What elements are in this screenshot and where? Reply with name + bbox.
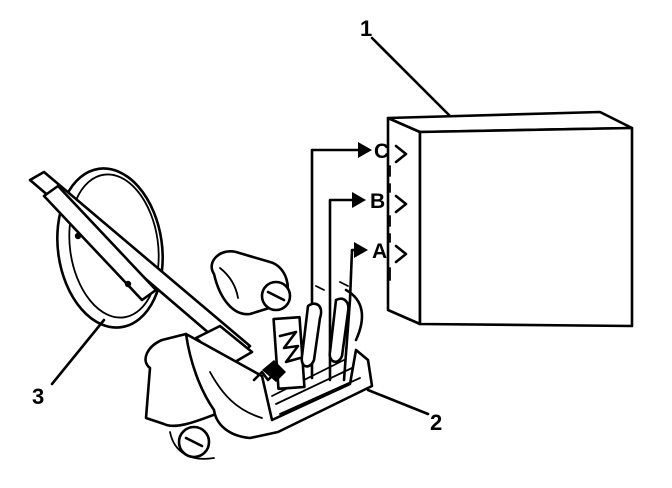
leader-2 [366, 388, 430, 416]
pin-c-label: C [374, 140, 389, 163]
wire-b [328, 198, 356, 382]
arrow-a [354, 242, 368, 258]
housing-body [184, 332, 374, 440]
arm-rivet [124, 280, 132, 288]
wire-c [310, 148, 364, 380]
screw-slot [266, 290, 286, 302]
sensor-gap-zigzag [252, 370, 278, 382]
callout-1-label: 1 [360, 16, 372, 41]
arm-rivet [74, 232, 82, 240]
lower-boss-contour [169, 431, 215, 460]
module-front-face [418, 126, 634, 328]
module-terminals [389, 144, 408, 281]
sensor-lead [315, 285, 325, 291]
shutter-arm-slot [42, 184, 158, 302]
pin-b-label: B [370, 190, 385, 213]
shutter-wheel-assembly [28, 167, 254, 368]
mounting-hardware [169, 250, 292, 460]
magnet-field-zigzag [278, 330, 302, 364]
pin-a-label: A [372, 240, 387, 263]
sensor-element-left [300, 302, 323, 368]
housing-groove [275, 367, 353, 405]
leader-3 [50, 318, 106, 386]
callout-2-label: 2 [430, 410, 442, 435]
spark-gap-mark [262, 360, 286, 382]
sensor-lead [339, 281, 349, 287]
callout-3-label: 3 [32, 384, 44, 409]
housing-flange [344, 288, 364, 342]
boss-contour [219, 267, 239, 299]
housing-contour [209, 371, 263, 419]
terminal-c [394, 144, 408, 164]
leader-1 [370, 36, 452, 118]
shutter-disk-rim [68, 173, 160, 319]
circuit-wires [310, 142, 372, 382]
leader-lines [50, 36, 452, 416]
terminal-b [394, 194, 408, 214]
arrow-c [358, 142, 372, 158]
housing-groove [279, 377, 361, 415]
screw-slot [184, 436, 204, 448]
housing-groove [271, 359, 345, 397]
arrow-b [352, 192, 366, 208]
module-side-face [386, 116, 422, 326]
sensor-element-right [328, 297, 350, 364]
sensor-housing [144, 281, 374, 440]
control-module-box [386, 110, 634, 328]
terminal-a [394, 244, 408, 264]
